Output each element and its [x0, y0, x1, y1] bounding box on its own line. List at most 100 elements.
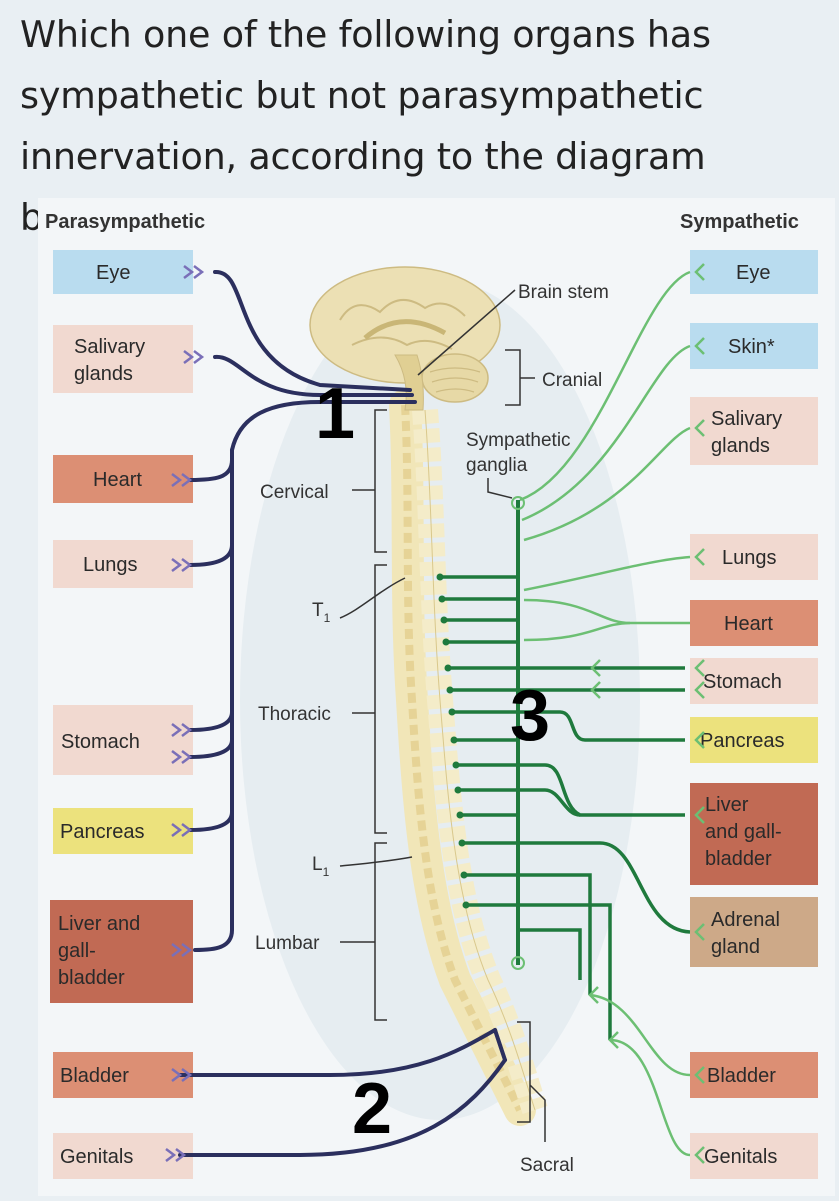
question-line-1: Which one of the following organs has [20, 13, 711, 56]
sympathetic-ganglia-label-1: Sympathetic [466, 430, 571, 451]
para-arrow-lungs-icon [171, 558, 193, 572]
symp-heart-label: Heart [724, 613, 773, 635]
symp-stomach-box [690, 658, 818, 704]
dot-l1 [460, 871, 468, 879]
symp-arrow-skin-icon [694, 337, 705, 355]
para-salivary-box [53, 325, 193, 393]
para-lungs-box [53, 540, 193, 588]
symp-pancreas-label: Pancreas [700, 730, 785, 752]
symp-arrow-genitals-icon [608, 1031, 705, 1164]
parasympathetic-header: Parasympathetic [45, 211, 205, 233]
sympathetic-arrowheads [588, 263, 705, 1164]
para-salivary-label-2: glands [74, 363, 133, 385]
para-nerve-vagus-head [230, 400, 417, 452]
vertebrae-outline [424, 409, 536, 1111]
sympathetic-outflow-dots [436, 573, 470, 909]
dot-t11 [456, 811, 464, 819]
pelvic-splanchnic-link [493, 1028, 507, 1062]
para-bladder-box [53, 1052, 193, 1098]
brain-stem [394, 354, 424, 411]
symp-heart-box [690, 600, 818, 646]
para-salivary-label-1: Salivary [74, 336, 145, 358]
pre-l1 [464, 873, 592, 995]
symp-pancreas-box [690, 717, 818, 763]
parasympathetic-arrowheads [165, 265, 205, 1162]
sympathetic-preganglionic [440, 575, 691, 1040]
l1-leader [339, 856, 413, 867]
autonomic-nervous-system-diagram: Parasympathetic Sympathetic Eye [45, 211, 818, 1179]
para-nerve-pancreas [188, 810, 234, 832]
dot-t8 [450, 736, 458, 744]
symp-salivary-label-1: Salivary [711, 408, 782, 430]
symp-arrow-salivary-icon [694, 419, 705, 437]
sympathetic-header: Sympathetic [680, 211, 799, 233]
para-pancreas-box [53, 808, 193, 854]
ganglia-leader [487, 478, 513, 499]
para-nerve-bladder [178, 1028, 497, 1077]
cranial-bracket [505, 349, 535, 406]
pre-t12 [462, 841, 691, 934]
symp-arrow-stomach-2-icon [590, 681, 705, 699]
sympathetic-ganglia-label-2: ganglia [466, 455, 528, 476]
symp-arrow-eye-icon [694, 263, 705, 281]
superior-ganglion [511, 496, 525, 510]
post-skin [521, 344, 691, 522]
symp-arrow-adrenal-icon [694, 923, 705, 941]
para-pancreas-label: Pancreas [60, 821, 145, 843]
post-salivary [523, 426, 691, 542]
anatomy-brackets [339, 289, 546, 1142]
symp-genitals-box [690, 1133, 818, 1179]
brain-stem-leader [417, 289, 516, 376]
para-liver-label-1: Liver and [58, 913, 140, 935]
symp-adrenal-label-2: gland [711, 936, 760, 958]
t1-letter: T [312, 600, 324, 621]
post-eye [519, 270, 691, 502]
symp-arrow-pancreas-icon [694, 731, 705, 749]
parasympathetic-nerves [178, 269, 507, 1157]
l1-letter: L [312, 854, 323, 875]
symp-adrenal-label-1: Adrenal [711, 909, 780, 931]
para-nerve-stomach-1 [188, 710, 234, 732]
pre-t7 [452, 710, 685, 742]
brain-stem-label: Brain stem [518, 282, 609, 303]
para-arrow-bladder-icon [171, 1068, 193, 1082]
symp-bladder-box [690, 1052, 818, 1098]
para-nerve-heart [188, 458, 234, 482]
para-eye-box [53, 250, 193, 294]
lumbar-bracket [340, 842, 387, 1021]
symp-genitals-label: Genitals [704, 1146, 777, 1168]
lumbar-label: Lumbar [255, 933, 320, 954]
cerebellum-folds [429, 367, 481, 393]
marker-1: 1 [315, 374, 355, 454]
para-arrow-stomach-1-icon [171, 723, 193, 737]
symp-arrow-lungs-icon [694, 548, 705, 566]
t1-subscript: 1 [324, 611, 331, 625]
symp-eye-box [690, 250, 818, 294]
dot-t1 [436, 573, 444, 581]
sympathetic-postganglionic [519, 270, 691, 1157]
symp-liver-label-2: and gall- [705, 821, 782, 843]
question-line-2: sympathetic but not parasympathetic [20, 74, 704, 117]
para-nerve-stomach-2 [188, 738, 234, 759]
para-nerve-eye [213, 269, 412, 392]
symp-liver-box [690, 783, 818, 885]
dot-t5 [444, 664, 452, 672]
symp-salivary-box [690, 397, 818, 465]
post-lungs [523, 555, 691, 592]
post-heart-1 [523, 598, 631, 625]
para-liver-box [50, 900, 193, 1003]
dot-t10 [454, 786, 462, 794]
cervical-bracket [352, 409, 387, 553]
para-bladder-label: Bladder [60, 1065, 129, 1087]
symp-salivary-label-2: glands [711, 435, 770, 457]
symp-arrow-stomach-1-icon [590, 659, 705, 677]
symp-lungs-label: Lungs [722, 547, 777, 569]
para-liver-label-2: gall- [58, 940, 96, 962]
symp-bladder-label: Bladder [707, 1065, 776, 1087]
cranial-label: Cranial [542, 370, 602, 391]
para-nerve-genitals [178, 1058, 507, 1157]
symp-stomach-label: Stomach [703, 671, 782, 693]
para-arrow-stomach-2-icon [171, 750, 193, 764]
thoracic-bracket [352, 564, 387, 834]
para-arrow-pancreas-icon [171, 823, 193, 837]
